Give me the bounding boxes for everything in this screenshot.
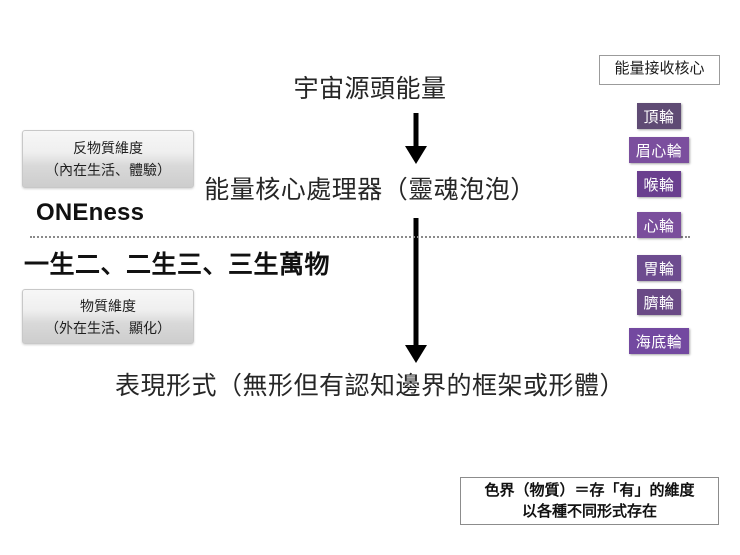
form-realm-line-1: 色界（物質）＝存「有」的維度 bbox=[484, 482, 695, 499]
creation-phrase-label: 一生二、二生三、三生萬物 bbox=[24, 251, 331, 279]
material-dimension-subtitle: （外在生活、顯化） bbox=[45, 319, 171, 336]
chakra-panel: 能量接收核心 頂輪眉心輪喉輪心輪胃輪臍輪海底輪 bbox=[560, 55, 740, 365]
chakra-item: 眉心輪 bbox=[629, 137, 689, 163]
manifest-form-label: 表現形式（無形但有認知邊界的框架或形體） bbox=[114, 372, 625, 400]
arrow-shaft bbox=[413, 113, 419, 147]
core-processor-label: 能量核心處理器（靈魂泡泡） bbox=[204, 176, 536, 204]
antimatter-dimension-box: 反物質維度 （內在生活、體驗） bbox=[22, 130, 194, 188]
arrow-shaft bbox=[413, 218, 419, 346]
arrow-head bbox=[405, 146, 427, 164]
material-dimension-box: 物質維度 （外在生活、顯化） bbox=[22, 289, 194, 344]
antimatter-dimension-subtitle: （內在生活、體驗） bbox=[45, 162, 171, 178]
chakra-item: 臍輪 bbox=[637, 289, 681, 315]
material-dimension-title: 物質維度 bbox=[80, 297, 136, 314]
source-energy-label: 宇宙源頭能量 bbox=[293, 75, 447, 103]
chakra-item: 心輪 bbox=[637, 212, 681, 238]
form-realm-box: 色界（物質）＝存「有」的維度 以各種不同形式存在 bbox=[460, 477, 719, 525]
chakra-item: 喉輪 bbox=[637, 171, 681, 197]
antimatter-dimension-title: 反物質維度 bbox=[73, 140, 143, 156]
down-arrow-icon bbox=[404, 113, 428, 165]
dimension-divider bbox=[30, 236, 690, 238]
oneness-label: ONEness bbox=[36, 199, 145, 226]
chakra-item: 海底輪 bbox=[629, 328, 689, 354]
chakra-item: 胃輪 bbox=[637, 255, 681, 281]
chakra-item: 頂輪 bbox=[637, 103, 681, 129]
arrow-head bbox=[405, 345, 427, 363]
down-arrow-long-icon bbox=[404, 218, 428, 368]
chakra-panel-header: 能量接收核心 bbox=[599, 55, 720, 85]
form-realm-line-2: 以各種不同形式存在 bbox=[521, 503, 657, 520]
